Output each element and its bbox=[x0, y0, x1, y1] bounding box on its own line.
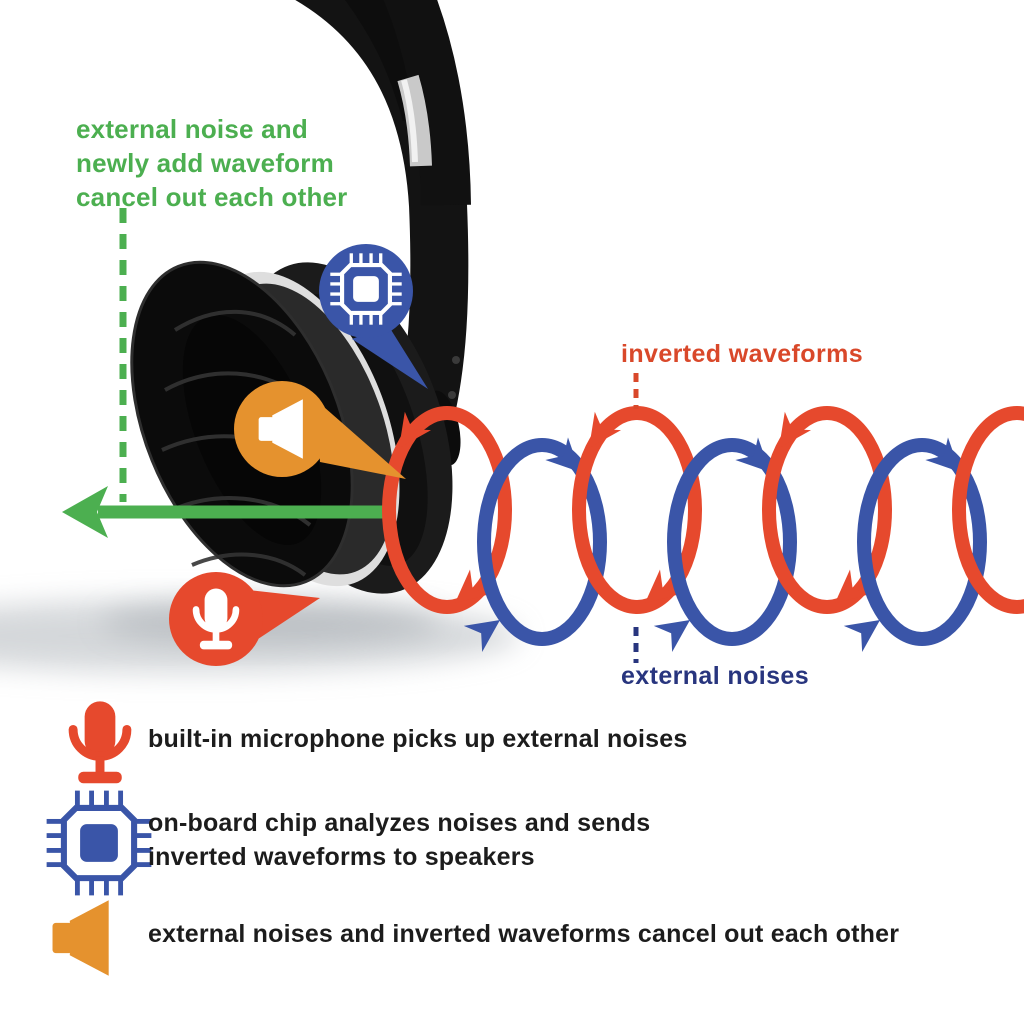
waveform-loops bbox=[382, 406, 1024, 653]
headphone-image bbox=[130, 0, 471, 594]
wave-loop-red bbox=[382, 406, 512, 616]
speaker-callout bbox=[234, 381, 406, 479]
legend-item-chip-line: on-board chip analyzes noises and sends bbox=[148, 809, 651, 837]
wave-loop-blue bbox=[843, 437, 987, 653]
wave-loop-red bbox=[572, 406, 702, 616]
wave-loop-blue bbox=[653, 437, 797, 653]
wave-loop-blue bbox=[463, 437, 607, 653]
microphone-callout bbox=[169, 572, 320, 666]
green-note-line: newly add waveform bbox=[76, 148, 334, 178]
inverted-waveforms-label: inverted waveforms bbox=[621, 340, 863, 368]
green-note-line: cancel out each other bbox=[76, 182, 348, 212]
wave-loop-red bbox=[762, 406, 892, 616]
microphone-icon bbox=[73, 701, 127, 783]
speaker-icon bbox=[52, 900, 109, 976]
wave-loop-red bbox=[952, 406, 1024, 616]
chip-callout bbox=[319, 244, 428, 389]
legend-item-chip: on-board chip analyzes noises and sends … bbox=[148, 806, 650, 874]
cancel-arrow bbox=[62, 208, 388, 538]
green-note-line: external noise and bbox=[76, 114, 308, 144]
legend-item-speaker: external noises and inverted waveforms c… bbox=[148, 920, 900, 948]
left-arrowhead-icon bbox=[62, 486, 108, 538]
green-note: external noise and newly add waveform ca… bbox=[76, 112, 348, 214]
chip-icon bbox=[49, 793, 149, 893]
external-noises-label: external noises bbox=[621, 662, 809, 690]
legend-item-microphone: built-in microphone picks up external no… bbox=[148, 725, 688, 753]
legend-item-chip-line: inverted waveforms to speakers bbox=[148, 843, 535, 871]
